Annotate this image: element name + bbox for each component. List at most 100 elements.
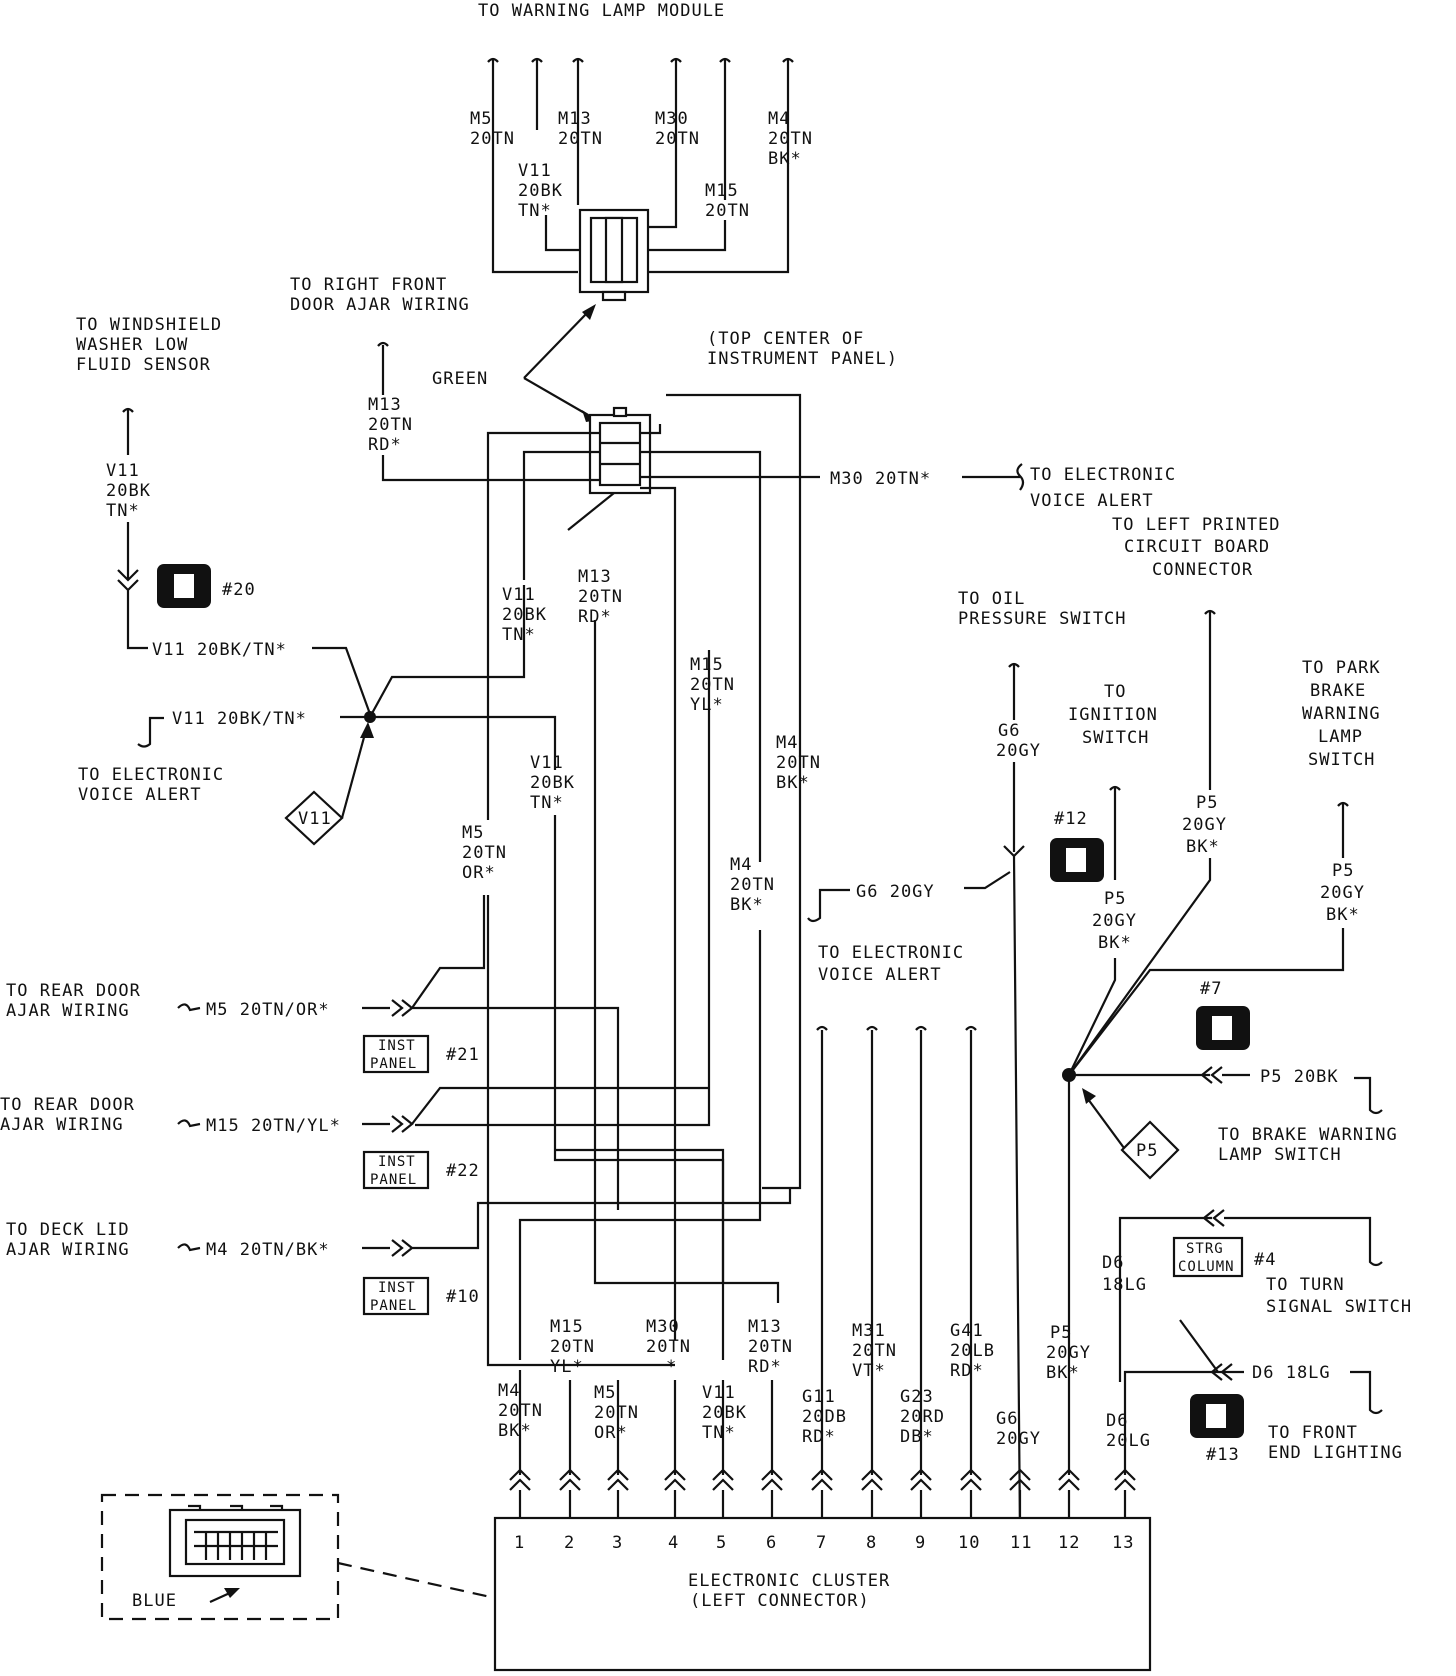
diagram-label: 7 [816, 1533, 827, 1553]
diagram-label: G23 [900, 1387, 934, 1407]
diagram-label: PANEL [370, 1056, 417, 1072]
diagram-label: VT* [852, 1361, 886, 1381]
diagram-label: YL* [550, 1357, 584, 1377]
diagram-label: M30 [655, 109, 689, 129]
diagram-label: 20TN [470, 129, 515, 149]
diagram-label: TO ELECTRONIC [78, 765, 224, 785]
diagram-label: M13 [368, 395, 402, 415]
diagram-label: M31 [852, 1321, 886, 1341]
diagram-label: OR* [462, 863, 496, 883]
diagram-label: V11 20BK/TN* [172, 709, 307, 729]
diagram-label: STRG [1186, 1241, 1224, 1257]
diagram-label: PANEL [370, 1298, 417, 1314]
diagram-label: 20TN [690, 675, 735, 695]
diagram-label: TO OIL [958, 589, 1025, 609]
diagram-label: P5 [1050, 1323, 1072, 1343]
diagram-label: BK* [1186, 837, 1220, 857]
diagram-label: TO TURN [1266, 1275, 1345, 1295]
diagram-label: 20TN [462, 843, 507, 863]
diagram-label: WASHER LOW [76, 335, 188, 355]
electronic-cluster [493, 1516, 1152, 1672]
diagram-label: 20BK [502, 605, 547, 625]
diagram-label: 10 [958, 1533, 980, 1553]
diagram-label: YL* [690, 695, 724, 715]
diagram-label: #13 [1206, 1445, 1240, 1465]
diagram-label: 11 [1010, 1533, 1032, 1553]
diagram-label: #22 [446, 1161, 480, 1181]
diagram-label: M4 [730, 855, 752, 875]
diagram-label: TN* [518, 201, 552, 221]
diagram-label: INST [378, 1280, 416, 1296]
diagram-label: M5 [470, 109, 492, 129]
diagram-label: M5 [594, 1383, 616, 1403]
diagram-label: G41 [950, 1321, 984, 1341]
diagram-label: 4 [668, 1533, 679, 1553]
pin-numbers: 1 2 3 4 5 6 7 8 9 10 11 12 13 [514, 1533, 1134, 1553]
diagram-label: AJAR WIRING [6, 1240, 130, 1260]
diagram-label: 20TN [368, 415, 413, 435]
diagram-label: PANEL [370, 1172, 417, 1188]
diagram-label: TO REAR DOOR [6, 981, 141, 1001]
diagram-label: V11 [502, 585, 536, 605]
diagram-label: 9 [915, 1533, 926, 1553]
diagram-label: G6 20GY [856, 882, 935, 902]
diagram-label: 20TN [578, 587, 623, 607]
diagram-label: P5 [1332, 861, 1354, 881]
diagram-label: V11 [298, 809, 332, 829]
cluster-label: ELECTRONIC CLUSTER [688, 1571, 890, 1591]
diagram-label: M15 20TN/YL* [206, 1116, 341, 1136]
diagram-label: 3 [612, 1533, 623, 1553]
diagram-label: 20TN [705, 201, 750, 221]
diagram-label: 20TN [852, 1341, 897, 1361]
diagram-label: RD* [578, 607, 612, 627]
diagram-label: INSTRUMENT PANEL) [707, 349, 898, 369]
diagram-label: VOICE ALERT [818, 965, 942, 985]
diagram-label: TO REAR DOOR [0, 1095, 135, 1115]
diagram-label: TN* [702, 1423, 736, 1443]
diagram-label: M4 [776, 733, 798, 753]
diagram-label: BK* [730, 895, 764, 915]
diagram-label: 20TN [646, 1337, 691, 1357]
diagram-label: END LIGHTING [1268, 1443, 1403, 1463]
diagram-label: 20LG [1106, 1431, 1151, 1451]
diagram-label: WARNING [1302, 704, 1381, 724]
diagram-label: V11 [518, 161, 552, 181]
diagram-label: CIRCUIT BOARD [1124, 537, 1270, 557]
diagram-label: #7 [1200, 979, 1222, 999]
diagram-label: M30 20TN* [830, 469, 931, 489]
diagram-label: OR* [594, 1423, 628, 1443]
diagram-label: 20GY [1320, 883, 1365, 903]
diagram-label: #20 [222, 580, 256, 600]
green-label: GREEN [432, 369, 488, 389]
diagram-label: CONNECTOR [1152, 560, 1253, 580]
diagram-label: (LEFT CONNECTOR) [690, 1591, 870, 1611]
diagram-label: G11 [802, 1387, 836, 1407]
diagram-label: BK* [1046, 1363, 1080, 1383]
diagram-label: BK* [776, 773, 810, 793]
diagram-label: 20GY [996, 741, 1041, 761]
diagram-label: 20TN [776, 753, 821, 773]
diagram-label: D6 [1106, 1411, 1128, 1431]
diagram-label: M15 [705, 181, 739, 201]
green-arrow-up [523, 311, 589, 379]
diagram-label: * [666, 1357, 677, 1377]
diagram-label: COLUMN [1178, 1259, 1235, 1275]
diagram-label: VOICE ALERT [78, 785, 202, 805]
diagram-label: 20GY [996, 1429, 1041, 1449]
diagram-label: #12 [1054, 809, 1088, 829]
diagram-label: 20BK [702, 1403, 747, 1423]
diagram-label: 20DB [802, 1407, 847, 1427]
diagram-label: RD* [748, 1357, 782, 1377]
diagram-label: #4 [1254, 1250, 1276, 1270]
diagram-label: 12 [1058, 1533, 1080, 1553]
mid-connector [588, 406, 652, 495]
diagram-label: VOICE ALERT [1030, 491, 1154, 511]
diagram-label: #10 [446, 1287, 480, 1307]
diagram-label: 20TN [768, 129, 813, 149]
diagram-label: 13 [1112, 1533, 1134, 1553]
diagram-label: TO ELECTRONIC [1030, 465, 1176, 485]
diagram-label: D6 18LG [1252, 1363, 1331, 1383]
pin-wire-labels: M4 20TN BK* M15 20TN YL* M5 20TN OR* M30… [498, 1317, 1151, 1451]
diagram-label: TO RIGHT FRONT [290, 275, 447, 295]
diagram-label: DB* [900, 1427, 934, 1447]
